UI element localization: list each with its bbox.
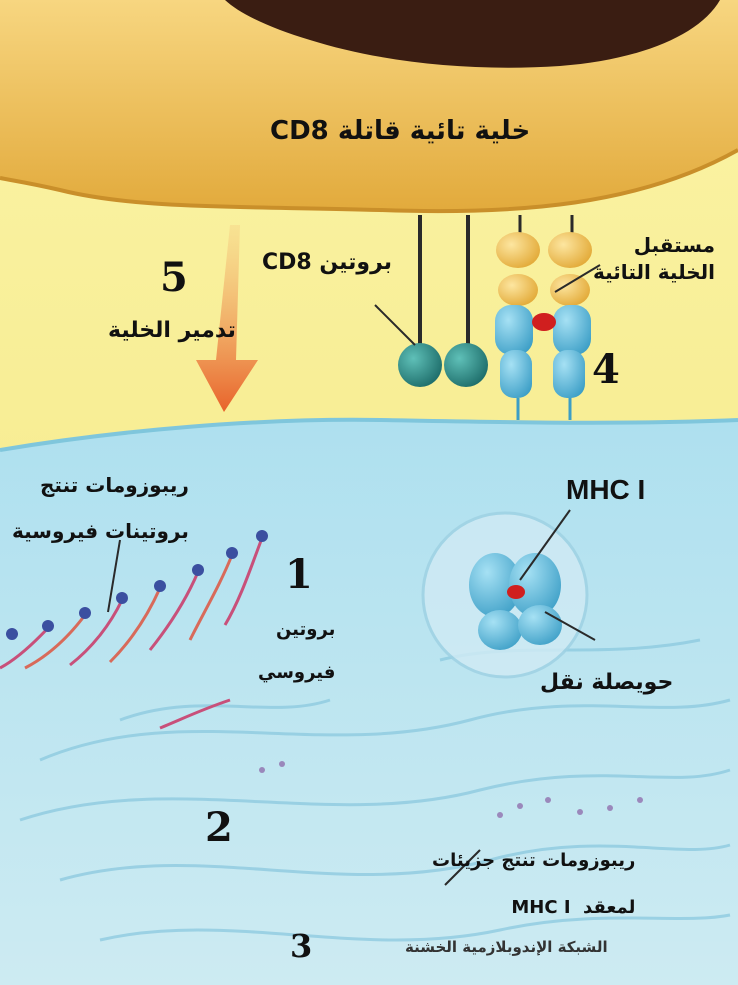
mhc-surface-label: MHC I bbox=[566, 476, 645, 504]
transport-vesicle bbox=[423, 513, 587, 677]
er-label: الشبكة الإندوبلازمية الخشنة bbox=[405, 940, 608, 955]
receptor-label: مستقبل الخلية التائية bbox=[593, 232, 715, 286]
ribosomes-viral-label: ريبوزومات تنتج بروتينات فيروسية bbox=[12, 462, 189, 554]
killer-t-cell-label: خلية تائية قاتلة CD8 bbox=[270, 118, 530, 144]
step-4: 4 bbox=[592, 350, 620, 390]
step-2: 2 bbox=[205, 808, 233, 848]
viral-protein-label: بروتين فيروسي bbox=[258, 608, 335, 694]
cd8-protein-label: بروتين CD8 bbox=[262, 252, 392, 274]
cell-destruction-label: تدمير الخلية bbox=[108, 320, 236, 342]
step-5: 5 bbox=[160, 258, 188, 298]
ribosomes-mhc-label: ريبوزومات تنتج جزيئات لمعقد MHC I bbox=[432, 838, 635, 932]
step-1: 1 bbox=[285, 555, 313, 595]
transport-vesicle-label: حويصلة نقل bbox=[540, 672, 673, 694]
step-3: 3 bbox=[290, 930, 312, 962]
